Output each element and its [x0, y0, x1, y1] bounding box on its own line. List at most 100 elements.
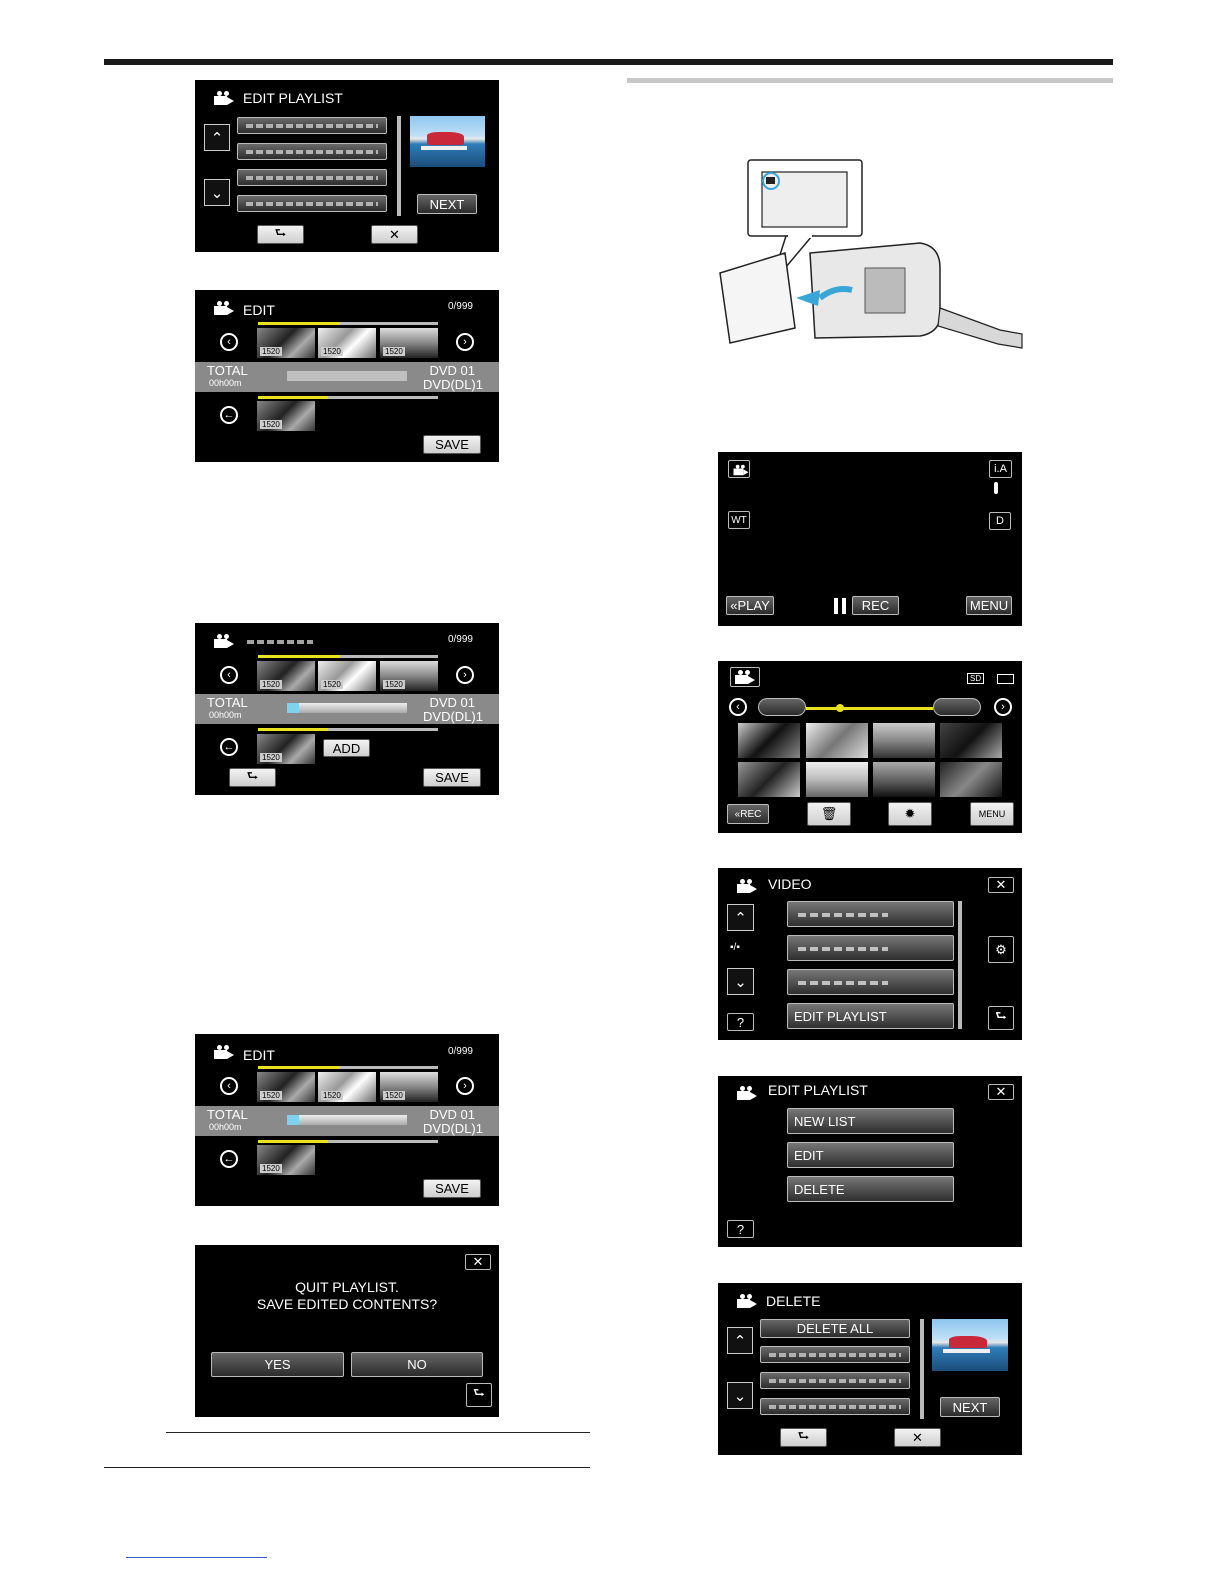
menu-button[interactable]: MENU [966, 596, 1012, 615]
prev-page-button[interactable]: ‹ [220, 333, 238, 351]
video-thumbnail[interactable] [738, 762, 800, 797]
close-button[interactable]: ✕ [894, 1428, 941, 1447]
screen-video-menu: VIDEO ✕ ⌃ ▪/▪ ⌄ ? EDIT PLAYLIST ⚙ ⮑ [718, 868, 1022, 1040]
scrollbar[interactable] [397, 116, 401, 216]
scroll-down-button[interactable]: ⌄ [727, 968, 754, 995]
display-button[interactable]: D [989, 512, 1011, 530]
help-button[interactable]: ? [727, 1013, 754, 1031]
rec-mode-button[interactable]: «REC [727, 804, 769, 824]
scene-thumbnail[interactable]: 1520 [380, 661, 438, 691]
chevron-left-icon: ‹ [227, 668, 231, 681]
video-thumbnail[interactable] [873, 723, 935, 758]
menu-item[interactable] [787, 901, 954, 927]
scroll-up-button[interactable]: ⌃ [727, 1327, 753, 1354]
close-button[interactable]: ✕ [465, 1254, 491, 1270]
intelligent-auto-button[interactable]: i.A [989, 460, 1012, 478]
scene-thumbnail[interactable]: 1520 [257, 661, 315, 691]
timeline-track [258, 655, 438, 658]
scroll-up-button[interactable]: ⌃ [727, 904, 754, 931]
next-page-button[interactable]: › [456, 666, 474, 684]
video-thumbnail[interactable] [940, 762, 1002, 797]
scroll-up-button[interactable]: ⌃ [204, 124, 230, 151]
screen-delete: DELETE ⌃ ⌄ DELETE ALL NEXT ⮑ ✕ [718, 1283, 1022, 1455]
close-button[interactable]: ✕ [988, 1084, 1014, 1100]
playlist-item[interactable] [760, 1346, 910, 1363]
video-mode-button[interactable] [728, 460, 750, 478]
menu-item-edit-playlist[interactable]: EDIT PLAYLIST [787, 1003, 954, 1029]
playlist-item[interactable] [760, 1398, 910, 1415]
menu-button[interactable]: MENU [970, 802, 1014, 826]
scene-thumbnail[interactable]: 1520 [380, 328, 438, 358]
playlist-item[interactable] [237, 143, 387, 160]
prev-page-button[interactable]: ‹ [729, 698, 747, 716]
playlist-scene-thumbnail[interactable]: 1520 [257, 401, 315, 431]
prev-date-button[interactable] [758, 698, 806, 716]
next-page-button[interactable]: › [994, 698, 1012, 716]
menu-item-new-list[interactable]: NEW LIST [787, 1108, 954, 1134]
video-thumbnail[interactable] [738, 723, 800, 758]
date-slider-handle[interactable] [836, 704, 844, 712]
menu-item-delete[interactable]: DELETE [787, 1176, 954, 1202]
close-button[interactable]: ✕ [988, 877, 1014, 893]
next-page-button[interactable]: › [456, 333, 474, 351]
scroll-down-button[interactable]: ⌄ [204, 179, 230, 206]
menu-item[interactable] [787, 935, 954, 961]
menu-item-edit[interactable]: EDIT [787, 1142, 954, 1168]
return-button[interactable]: ⮑ [257, 225, 304, 244]
help-button[interactable]: ? [727, 1220, 754, 1238]
scene-thumbnail[interactable]: 1520 [318, 328, 376, 358]
return-button[interactable]: ⮑ [466, 1383, 492, 1407]
video-thumbnail[interactable] [806, 723, 868, 758]
next-button[interactable]: NEXT [940, 1397, 1000, 1417]
playlist-item[interactable] [237, 169, 387, 186]
scene-thumbnail[interactable]: 1520 [380, 1072, 438, 1102]
return-button[interactable]: ⮑ [780, 1428, 827, 1447]
delete-button[interactable]: 🗑 [807, 802, 851, 826]
next-page-button[interactable]: › [456, 1077, 474, 1095]
save-button[interactable]: SAVE [423, 1179, 481, 1198]
delete-all-button[interactable]: DELETE ALL [760, 1319, 910, 1338]
footer-link-underline[interactable] [126, 1557, 267, 1558]
scroll-down-button[interactable]: ⌄ [727, 1382, 753, 1409]
playlist-item[interactable] [237, 195, 387, 212]
video-thumbnail[interactable] [873, 762, 935, 797]
settings-button[interactable]: ⚙ [988, 936, 1014, 963]
scene-thumbnail[interactable]: 1520 [257, 328, 315, 358]
video-mode-button[interactable] [730, 667, 760, 687]
back-button[interactable]: ← [220, 1150, 238, 1168]
scene-thumbnail[interactable]: 1520 [318, 661, 376, 691]
video-thumbnail[interactable] [940, 723, 1002, 758]
playlist-item[interactable] [760, 1372, 910, 1389]
playlist-item[interactable] [237, 117, 387, 134]
scrollbar[interactable] [958, 901, 962, 1029]
no-button[interactable]: NO [351, 1352, 483, 1377]
scene-count: 0/999 [447, 301, 473, 312]
scene-thumbnail[interactable]: 1520 [318, 1072, 376, 1102]
date-slider[interactable] [806, 707, 933, 710]
prev-page-button[interactable]: ‹ [220, 666, 238, 684]
scrollbar[interactable] [920, 1319, 924, 1419]
yes-button[interactable]: YES [211, 1352, 344, 1377]
video-thumbnail[interactable] [806, 762, 868, 797]
back-button[interactable]: ← [220, 406, 238, 424]
playback-settings-button[interactable]: ✹ [888, 802, 932, 826]
add-button[interactable]: ADD [323, 739, 370, 757]
rec-button[interactable]: REC [852, 596, 899, 615]
next-button[interactable]: NEXT [417, 194, 477, 214]
save-button[interactable]: SAVE [423, 435, 481, 454]
scene-count: 0/999 [447, 634, 473, 645]
next-date-button[interactable] [933, 698, 981, 716]
save-button[interactable]: SAVE [423, 768, 481, 787]
playlist-scene-thumbnail[interactable]: 1520 [257, 734, 315, 764]
return-button[interactable]: ⮑ [229, 768, 276, 787]
back-button[interactable]: ← [220, 738, 238, 756]
return-button[interactable]: ⮑ [988, 1006, 1014, 1030]
menu-item[interactable] [787, 969, 954, 995]
close-button[interactable]: ✕ [371, 225, 418, 244]
preview-thumbnail [410, 116, 485, 167]
prev-page-button[interactable]: ‹ [220, 1077, 238, 1095]
zoom-wt-button[interactable]: WT [728, 511, 750, 529]
scene-thumbnail[interactable]: 1520 [257, 1072, 315, 1102]
play-button[interactable]: «PLAY [726, 596, 774, 615]
playlist-scene-thumbnail[interactable]: 1520 [257, 1145, 315, 1175]
